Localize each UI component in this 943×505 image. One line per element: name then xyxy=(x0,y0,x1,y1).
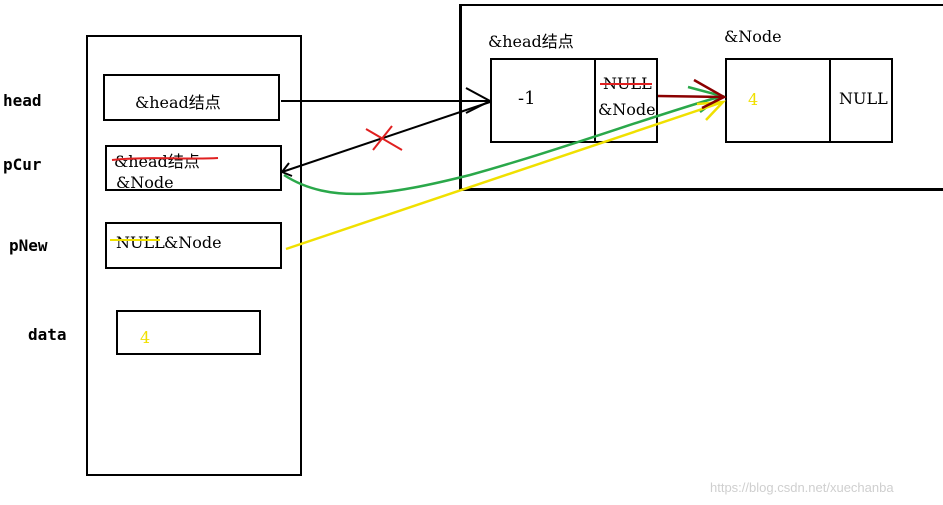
arrow-headnode-next-to-newnode xyxy=(657,94,725,99)
heap-region xyxy=(459,4,943,191)
pcur-new-value: &Node xyxy=(116,173,174,192)
red-cross-b xyxy=(372,125,393,151)
arrow-pcur-old xyxy=(281,101,491,173)
head-cell xyxy=(103,74,280,121)
head-cell-value: &head结点 xyxy=(135,93,221,112)
arrow-pnew-to-newnode xyxy=(285,100,724,251)
new-node-title: &Node xyxy=(724,27,782,46)
data-cell-value: 4 xyxy=(140,328,151,347)
arrowhead-yellow xyxy=(696,100,727,121)
arrowhead-head xyxy=(465,87,493,114)
var-label-head: head xyxy=(3,91,42,110)
var-label-data: data xyxy=(28,325,67,344)
data-cell xyxy=(116,310,261,355)
arrowhead-pcur-old xyxy=(280,162,293,177)
new-node xyxy=(725,58,893,143)
arrowhead-darkred xyxy=(693,78,727,110)
pnew-new-value: &Node xyxy=(164,233,222,252)
pnew-old-value: NULL xyxy=(116,233,165,252)
new-node-next: NULL xyxy=(839,89,888,108)
pcur-old-value: &head结点 xyxy=(114,152,200,171)
head-node-divider xyxy=(594,58,596,143)
var-label-pcur: pCur xyxy=(3,155,42,174)
stack-frame xyxy=(86,35,302,476)
red-cross-a xyxy=(365,128,403,151)
head-node-data: -1 xyxy=(518,88,536,109)
head-node-next-new: &Node xyxy=(598,100,656,119)
watermark: https://blog.csdn.net/xuechanba xyxy=(710,480,894,495)
strike-pcur-old xyxy=(111,157,219,161)
head-node-title: &head结点 xyxy=(488,32,574,51)
new-node-divider xyxy=(829,58,831,143)
arrow-pcur-to-newnode xyxy=(283,94,723,196)
pcur-cell xyxy=(105,145,282,191)
pnew-cell xyxy=(105,222,282,269)
new-node-data: 4 xyxy=(748,90,759,109)
var-label-pnew: pNew xyxy=(9,236,48,255)
